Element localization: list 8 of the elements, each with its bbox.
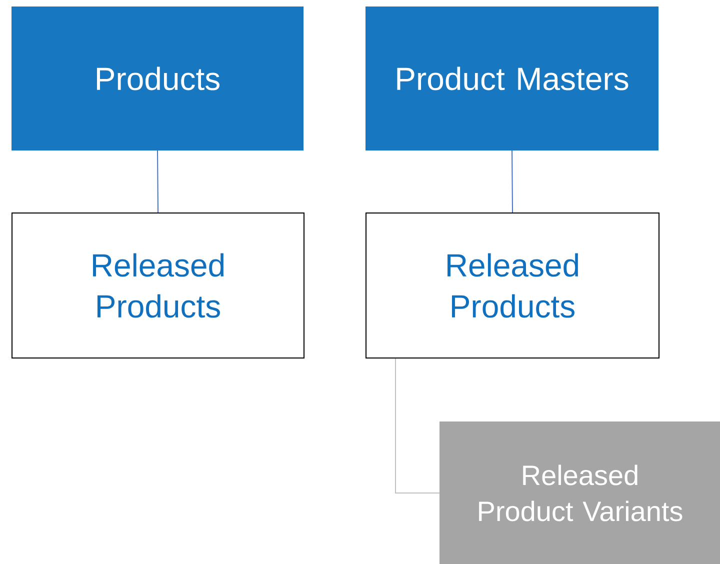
connector-line — [395, 358, 440, 494]
connector-line — [512, 150, 513, 213]
entity-box: Released Products — [12, 212, 304, 358]
connector-line — [157, 150, 158, 213]
entity-box: Released Products — [366, 212, 660, 358]
variant-box: Released Product Variants — [440, 422, 720, 564]
category-box: Product Masters — [366, 6, 658, 150]
category-box: Products — [12, 6, 304, 150]
